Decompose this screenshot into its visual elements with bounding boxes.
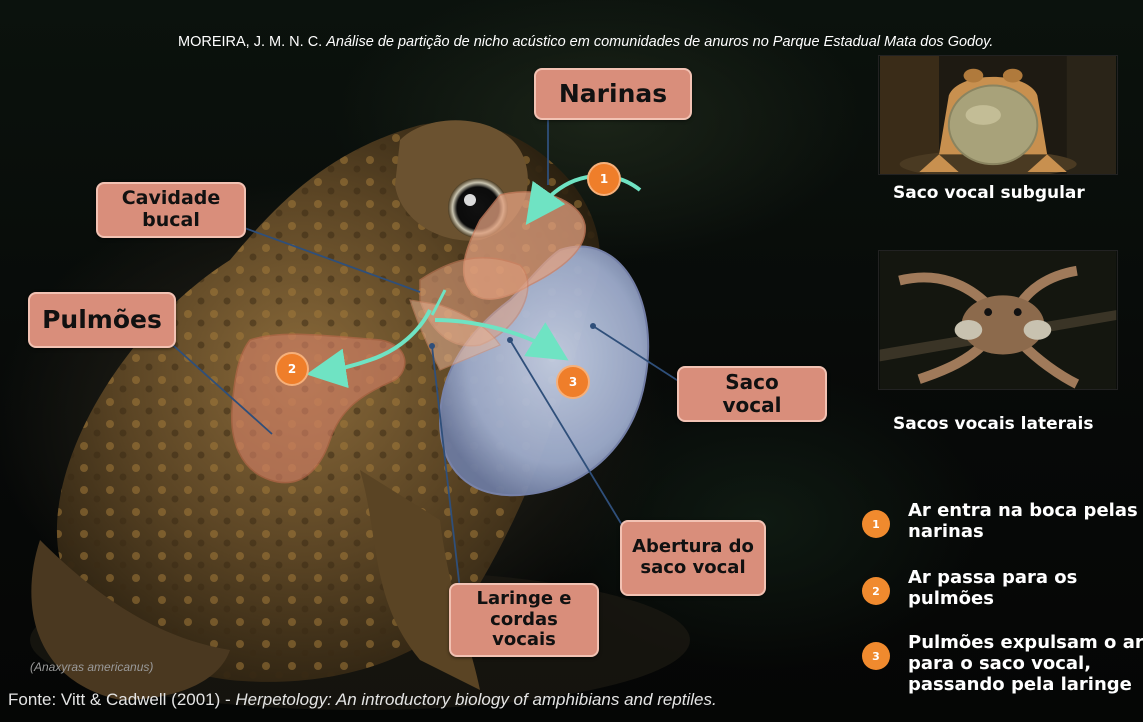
citation: MOREIRA, J. M. N. C. Análise de partição… (178, 34, 1138, 50)
frog-lateral-photo (878, 250, 1118, 390)
label-pulmoes: Pulmões (28, 292, 176, 348)
badge-step-3: 3 (556, 365, 590, 399)
legend-step-2-text: Ar passa para os pulmões (908, 567, 1143, 609)
legend-step-2: 2 Ar passa para os pulmões (862, 567, 1143, 609)
legend-step-2-badge: 2 (862, 577, 890, 605)
thumb-caption-subgular: Saco vocal subgular (893, 183, 1085, 203)
legend-step-3: 3 Pulmões expulsam o ar para o saco voca… (862, 632, 1143, 696)
label-cavidade-bucal: Cavidade bucal (96, 182, 246, 238)
species-name: (Anaxyras americanus) (30, 660, 153, 674)
thumb-caption-lateral: Sacos vocais laterais (893, 414, 1093, 434)
legend-step-1: 1 Ar entra na boca pelas narinas (862, 500, 1143, 542)
label-abertura-saco-vocal: Abertura do saco vocal (620, 520, 766, 596)
citation-title: Análise de partição de nicho acústico em… (326, 34, 993, 50)
label-narinas: Narinas (534, 68, 692, 120)
badge-step-1: 1 (587, 162, 621, 196)
legend-step-1-badge: 1 (862, 510, 890, 538)
label-saco-vocal: Saco vocal (677, 366, 827, 422)
citation-authors: MOREIRA, J. M. N. C. (178, 34, 322, 50)
source-title: Herpetology: An introductory biology of … (235, 690, 716, 709)
source-credit: Fonte: Vitt & Cadwell (2001) - Herpetolo… (8, 690, 717, 710)
legend-step-3-text: Pulmões expulsam o ar para o saco vocal,… (908, 632, 1143, 696)
source-prefix: Fonte: Vitt & Cadwell (2001) - (8, 690, 235, 709)
legend-step-3-badge: 3 (862, 642, 890, 670)
frog-subgular-photo (878, 55, 1118, 175)
label-laringe: Laringe e cordas vocais (449, 583, 599, 657)
legend-step-1-text: Ar entra na boca pelas narinas (908, 500, 1143, 542)
badge-step-2: 2 (275, 352, 309, 386)
